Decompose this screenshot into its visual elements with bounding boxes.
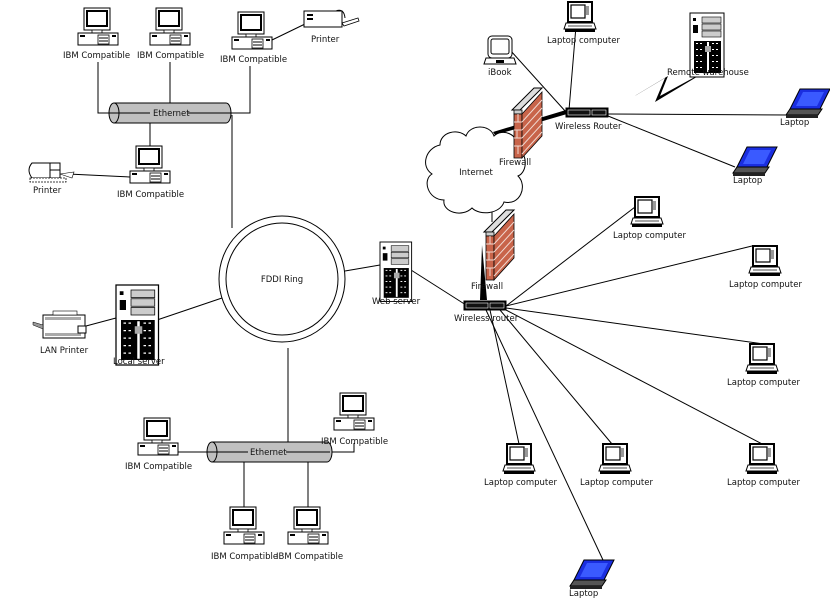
firewall-icon	[483, 209, 515, 281]
local-server-label: Local server	[113, 357, 165, 367]
pc-mid-label: IBM Compatible	[117, 190, 184, 200]
router-bottom[interactable]: Wireless router	[454, 300, 519, 324]
pc-top-3-label: IBM Compatible	[220, 55, 287, 65]
laptop-icon	[785, 88, 830, 119]
lc-1-label: Laptop computer	[613, 231, 686, 241]
printer-top[interactable]: Printer	[303, 9, 360, 45]
pc-top-3[interactable]: IBM Compatible	[220, 11, 287, 65]
server-icon	[379, 241, 413, 302]
pc-bot-right-label: IBM Compatible	[321, 437, 388, 447]
printer-icon	[303, 9, 360, 28]
desktop-computer-icon	[137, 417, 179, 456]
desktop-computer-icon	[77, 7, 119, 46]
laptop-computer-icon	[563, 1, 597, 33]
ethernet-bottom[interactable]: Ethernet	[178, 441, 333, 463]
pc-bot-right[interactable]: IBM Compatible	[321, 392, 388, 447]
laptop-computer-5[interactable]: Laptop computer	[580, 443, 653, 488]
ibook-label: iBook	[488, 68, 512, 78]
pc-top-2[interactable]: IBM Compatible	[137, 7, 204, 61]
printer-top-label: Printer	[311, 35, 340, 45]
pc-bot-2-label: IBM Compatible	[276, 552, 343, 562]
printer-icon	[28, 162, 75, 183]
router-icon	[463, 300, 507, 311]
laptop-right-2[interactable]: Laptop	[732, 146, 778, 186]
laptop-computer-icon	[745, 443, 779, 475]
desktop-computer-icon	[231, 11, 273, 50]
remote-warehouse-label: Remote warehouse	[667, 68, 749, 78]
desktop-computer-icon	[287, 506, 329, 545]
pc-bot-2[interactable]: IBM Compatible	[276, 506, 343, 562]
pc-bot-1[interactable]: IBM Compatible	[211, 506, 278, 562]
laptop-computer-4[interactable]: Laptop computer	[484, 443, 557, 488]
laptop-r1-label: Laptop	[780, 118, 809, 128]
ibook-icon	[483, 35, 517, 65]
desktop-computer-icon	[333, 392, 375, 431]
firewall-top-label: Firewall	[499, 158, 531, 168]
laptop-icon	[732, 146, 778, 177]
lc-6-label: Laptop computer	[727, 478, 800, 488]
lc-3-label: Laptop computer	[727, 378, 800, 388]
lc-2-label: Laptop computer	[729, 280, 802, 290]
lc-4-label: Laptop computer	[484, 478, 557, 488]
laptop-computer-icon	[748, 245, 782, 277]
laptop-computer-6[interactable]: Laptop computer	[727, 443, 800, 488]
laptop-computer-icon	[745, 343, 779, 375]
laptop-computer-2[interactable]: Laptop computer	[729, 245, 802, 290]
laptop-computer-icon	[630, 196, 664, 228]
firewall-bottom-label: Firewall	[471, 282, 503, 292]
web-server[interactable]: Web server	[372, 241, 421, 307]
local-server[interactable]: Local server	[113, 284, 165, 367]
connections	[67, 23, 791, 561]
router-icon	[565, 107, 609, 118]
printer-icon	[32, 310, 87, 339]
laptop-computer-icon	[598, 443, 632, 475]
laptop-computer-1[interactable]: Laptop computer	[613, 196, 686, 241]
laptop-top-label: Laptop computer	[547, 36, 620, 46]
laptop-bottom-label: Laptop	[569, 589, 598, 599]
laptop-r2-label: Laptop	[733, 176, 762, 186]
laptop-computer-3[interactable]: Laptop computer	[727, 343, 800, 388]
printer-left-label: Printer	[33, 186, 62, 196]
laptop-computer-icon	[502, 443, 536, 475]
laptop-top[interactable]: Laptop computer	[547, 1, 620, 46]
desktop-computer-icon	[129, 145, 171, 184]
pc-mid[interactable]: IBM Compatible	[117, 145, 184, 200]
firewall-bottom[interactable]: Firewall	[471, 209, 515, 292]
pc-top-1-label: IBM Compatible	[63, 51, 130, 61]
internet-label: Internet	[459, 168, 493, 178]
remote-warehouse[interactable]: Remote warehouse	[667, 12, 749, 78]
web-server-label: Web server	[372, 297, 421, 307]
router-top[interactable]: Wireless Router	[555, 107, 622, 132]
lan-printer-label: LAN Printer	[40, 346, 89, 356]
desktop-computer-icon	[149, 7, 191, 46]
fddi-ring[interactable]: FDDI Ring	[218, 215, 346, 343]
ethernet-top[interactable]: Ethernet	[98, 102, 232, 124]
router-top-label: Wireless Router	[555, 122, 622, 132]
lan-printer[interactable]: LAN Printer	[32, 310, 89, 356]
laptop-bottom[interactable]: Laptop	[569, 559, 615, 599]
firewall-icon	[511, 87, 543, 159]
ethernet-top-label: Ethernet	[153, 109, 190, 119]
ethernet-bottom-label: Ethernet	[250, 448, 287, 458]
lc-5-label: Laptop computer	[580, 478, 653, 488]
laptop-right-1[interactable]: Laptop	[780, 88, 830, 128]
server-icon	[115, 284, 160, 366]
pc-bot-left[interactable]: IBM Compatible	[125, 417, 192, 472]
laptop-icon	[569, 559, 615, 590]
printer-left[interactable]: Printer	[28, 162, 75, 196]
internet-cloud[interactable]: Internet	[425, 126, 526, 214]
router-bottom-label: Wireless router	[454, 314, 519, 324]
desktop-computer-icon	[223, 506, 265, 545]
pc-bot-left-label: IBM Compatible	[125, 462, 192, 472]
fddi-ring-label: FDDI Ring	[261, 275, 303, 285]
firewall-top[interactable]: Firewall	[499, 87, 543, 168]
ibook[interactable]: iBook	[483, 35, 517, 78]
pc-bot-1-label: IBM Compatible	[211, 552, 278, 562]
pc-top-1[interactable]: IBM Compatible	[63, 7, 130, 61]
pc-top-2-label: IBM Compatible	[137, 51, 204, 61]
